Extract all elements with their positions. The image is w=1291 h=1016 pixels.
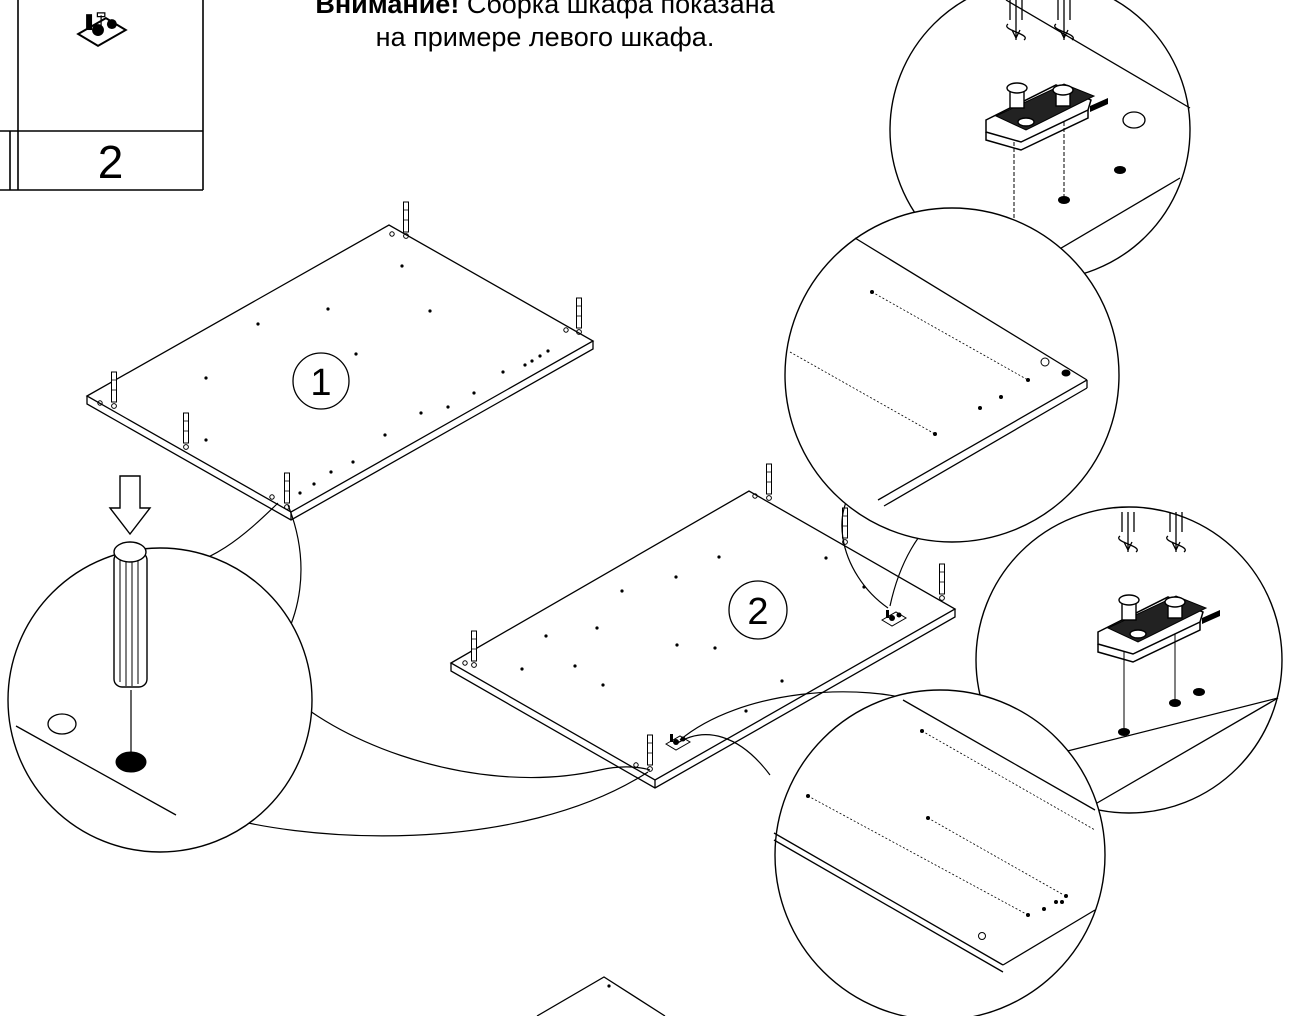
- panel-2-label: 2: [747, 591, 768, 633]
- panel-1: 1: [85, 201, 595, 521]
- detail-edge-lower: [773, 689, 1106, 1016]
- detail-edge-upper: [784, 207, 1120, 543]
- insert-direction-arrow-icon: [108, 475, 152, 536]
- part-quantity: 2: [97, 136, 124, 188]
- note-warning-word: Внимание!: [315, 0, 460, 19]
- dowel-icon: [113, 541, 148, 688]
- hinge-plate-icon: [77, 12, 127, 47]
- detail-dowel-insert: [7, 475, 313, 853]
- parts-table: [0, 0, 204, 191]
- note-line-2: на примере левого шкафа.: [375, 22, 715, 52]
- panel-2: 2: [449, 463, 957, 789]
- note-line-1: Сборка шкафа показана: [459, 0, 775, 19]
- panel-3-fragment: [536, 976, 666, 1016]
- assembly-note: Внимание! Сборка шкафа показана на приме…: [230, 0, 860, 54]
- panel-1-label: 1: [310, 362, 331, 404]
